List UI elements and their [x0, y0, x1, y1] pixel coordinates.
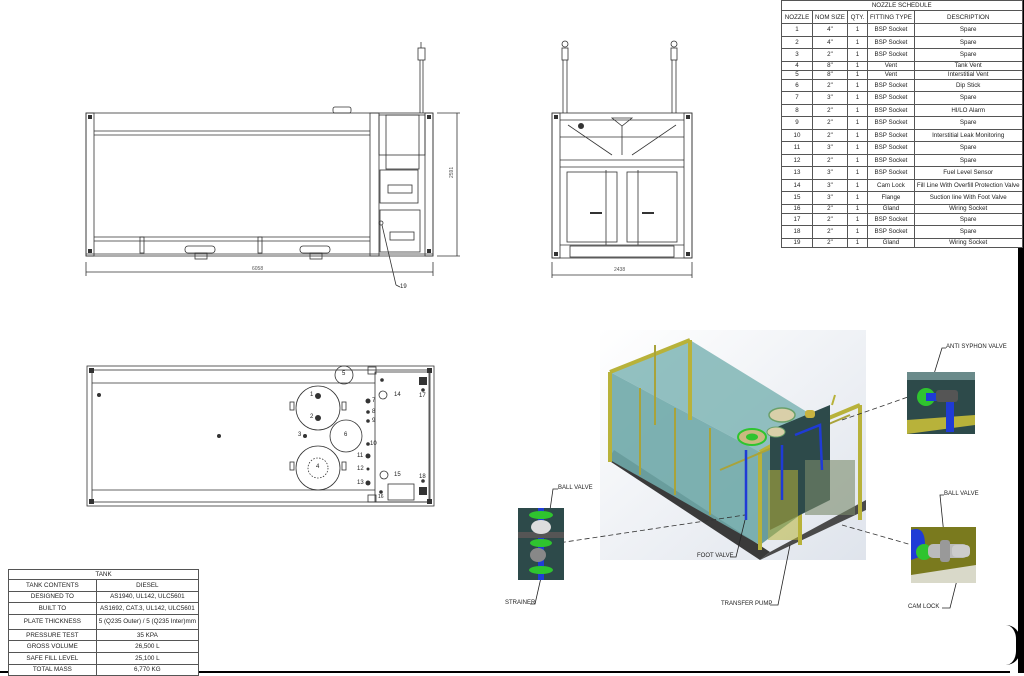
nozzle-label-4: 4 — [316, 464, 320, 470]
nozzle-label-14: 14 — [394, 392, 401, 398]
nozzle-label-10: 10 — [370, 441, 377, 447]
nozzle-cell-description: Wiring Socket — [913, 237, 1023, 248]
nozzle-label-7: 7 — [372, 398, 376, 404]
nozzle-label-17: 17 — [419, 393, 426, 399]
callout-anti-syphon-valve: ANTI SYPHON VALVE — [946, 344, 1007, 350]
nozzle-label-13: 13 — [357, 480, 364, 486]
length-dimension: 6058 — [252, 266, 264, 272]
nozzle-cell-qty: 1 — [847, 69, 868, 80]
tank-spec-label: BUILT TO — [8, 602, 97, 615]
tank-spec-value: AS1692, CAT.3, UL142, ULC5601 — [95, 602, 200, 615]
tank-spec-label: TANK CONTENTS — [8, 579, 97, 592]
callout-foot-valve: FOOT VALVE — [697, 553, 734, 559]
tank-spec-value: 26,500 L — [95, 640, 200, 653]
tank-table-title: TANK — [8, 569, 199, 580]
tank-spec-value: DIESEL — [95, 579, 200, 592]
nozzle-label-8: 8 — [372, 409, 376, 415]
callout-ball-valve-left: BALL VALVE — [558, 485, 593, 491]
nozzle-label-5: 5 — [342, 371, 346, 377]
callout-cam-lock: CAM LOCK — [908, 604, 940, 610]
tank-spec-label: GROSS VOLUME — [8, 640, 97, 653]
nozzle-cell-qty: 1 — [847, 35, 868, 49]
nozzle-cell-qty: 1 — [847, 203, 868, 214]
col-fitting-type: FITTING TYPE — [867, 10, 915, 24]
nozzle-label-1: 1 — [310, 392, 314, 398]
tank-spec-value: AS1940, UL142, ULC5601 — [95, 590, 200, 604]
tank-spec-value: 6,770 KG — [95, 663, 200, 676]
nozzle-label-16: 16 — [378, 494, 384, 500]
nozzle-label-11: 11 — [357, 453, 364, 459]
tank-spec-label: PRESSURE TEST — [8, 628, 97, 642]
tank-spec-label: SAFE FILL LEVEL — [8, 651, 97, 665]
callout-strainer: STRAINER — [505, 600, 536, 606]
nozzle-cell-description: Wiring Socket — [913, 203, 1023, 214]
nozzle-label-2: 2 — [310, 414, 314, 420]
nozzle-label-18: 18 — [419, 474, 426, 480]
tank-spec-label: DESIGNED TO — [8, 590, 97, 604]
nozzle-label-3: 3 — [298, 432, 302, 438]
nozzle-label-6: 6 — [344, 432, 348, 438]
nozzle-label-9: 9 — [372, 418, 376, 424]
callout-19: 19 — [400, 284, 407, 290]
col-nom-size: NOM SIZE — [812, 10, 848, 24]
tank-spec-value: 25,100 L — [95, 651, 200, 665]
tank-spec-label: PLATE THICKNESS — [8, 613, 97, 630]
callout-ball-valve-right: BALL VALVE — [944, 491, 979, 497]
col-nozzle: NOZZLE — [781, 10, 813, 24]
nozzle-cell-qty: 1 — [847, 225, 868, 239]
sheet-border-right — [1018, 0, 1024, 673]
nozzle-cell-description: Interstitial Vent — [913, 69, 1023, 80]
nozzle-label-15: 15 — [394, 472, 401, 478]
col-qty: QTY. — [847, 10, 868, 24]
col-description: DESCRIPTION — [913, 10, 1023, 24]
width-dimension: 2438 — [614, 267, 626, 273]
tank-spec-label: TOTAL MASS — [8, 663, 97, 676]
nozzle-cell-qty: 1 — [847, 237, 868, 248]
callout-transfer-pump: TRANSFER PUMP — [721, 601, 773, 607]
tank-spec-value: 35 KPA — [95, 628, 200, 642]
page-curl — [1004, 625, 1020, 665]
nozzle-label-12: 12 — [357, 466, 364, 472]
sheet-border-bottom — [0, 671, 1010, 673]
nozzle-schedule-table: NOZZLE SCHEDULE NOZZLE NOM SIZE QTY. FIT… — [781, 0, 1023, 248]
tank-spec-value: 5 (Q235 Outer) / 5 (Q235 Inter)mm — [95, 613, 200, 630]
